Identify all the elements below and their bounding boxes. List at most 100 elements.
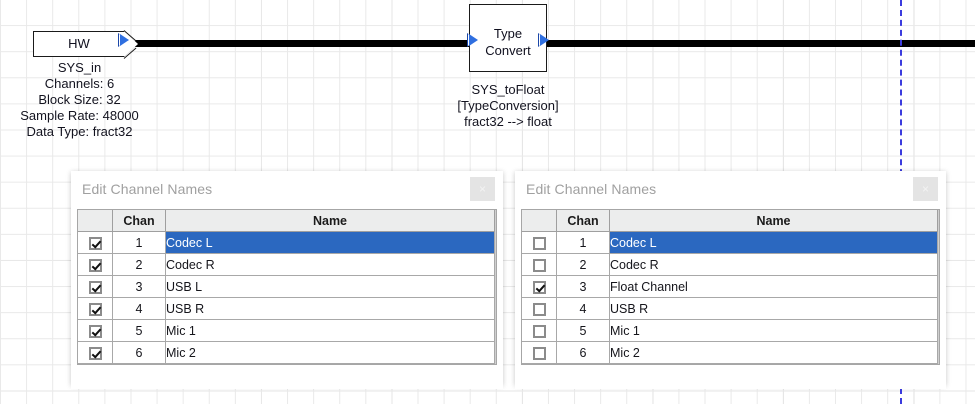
block-type-convert-caption: SYS_toFloat [TypeConversion] fract32 -->… [457,82,559,129]
row-channel-name[interactable]: Codec R [609,253,938,276]
port-hw-out-fill[interactable] [120,34,129,46]
column-header-checkbox[interactable] [522,210,557,232]
row-chan-number: 2 [112,253,166,276]
row-checkbox-cell[interactable] [522,275,557,298]
dialog-left-scrollbar[interactable] [495,210,496,364]
row-chan-number: 5 [112,319,166,342]
row-checkbox-cell[interactable] [78,341,113,364]
row-channel-name[interactable]: Mic 2 [165,341,495,364]
checkbox-checked-icon[interactable] [88,236,102,250]
block-hw-source[interactable] [33,31,125,57]
checkbox-unchecked-icon[interactable] [532,324,546,338]
row-chan-number: 5 [556,319,610,342]
checkbox-unchecked-icon[interactable] [532,302,546,316]
row-chan-number: 6 [112,341,166,364]
row-checkbox-cell[interactable] [78,297,113,320]
row-chan-number: 3 [556,275,610,298]
column-header-name[interactable]: Name [609,210,938,232]
column-header-name[interactable]: Name [165,210,495,232]
row-channel-name[interactable]: Codec L [609,231,938,254]
checkbox-unchecked-icon[interactable] [532,346,546,360]
checkbox-unchecked-icon[interactable] [532,236,546,250]
checkbox-checked-icon[interactable] [88,258,102,272]
row-channel-name[interactable]: Codec L [165,231,495,254]
close-icon[interactable]: × [913,177,938,201]
row-checkbox-cell[interactable] [522,253,557,276]
close-icon[interactable]: × [470,177,495,201]
wire-convert-to-right[interactable] [545,40,975,47]
column-header-chan[interactable]: Chan [112,210,166,232]
table-header-row: Chan Name [522,210,938,232]
dialog-left-title: Edit Channel Names [82,181,213,197]
row-channel-name[interactable]: Mic 1 [165,319,495,342]
row-chan-number: 4 [556,297,610,320]
dialog-right-scrollbar[interactable] [938,210,939,364]
row-chan-number: 2 [556,253,610,276]
column-header-chan[interactable]: Chan [556,210,610,232]
block-hw-label: HW [68,36,90,51]
row-checkbox-cell[interactable] [78,231,113,254]
dialog-left-footer [71,365,503,389]
row-checkbox-cell[interactable] [522,297,557,320]
row-chan-number: 3 [112,275,166,298]
row-checkbox-cell[interactable] [522,231,557,254]
checkbox-checked-icon[interactable] [88,346,102,360]
port-convert-in-fill[interactable] [469,34,478,46]
row-channel-name[interactable]: Mic 1 [609,319,938,342]
table-header-row: Chan Name [78,210,495,232]
row-checkbox-cell[interactable] [522,319,557,342]
row-channel-name[interactable]: Mic 2 [609,341,938,364]
dialog-right-title: Edit Channel Names [526,181,657,197]
wire-hw-to-convert[interactable] [135,40,471,47]
row-checkbox-cell[interactable] [78,253,113,276]
checkbox-checked-icon[interactable] [88,302,102,316]
port-convert-out-fill[interactable] [540,34,549,46]
checkbox-checked-icon[interactable] [88,324,102,338]
row-channel-name[interactable]: USB L [165,275,495,298]
dialog-left-titlebar[interactable]: Edit Channel Names × [71,171,503,209]
row-channel-name[interactable]: USB R [609,297,938,320]
row-checkbox-cell[interactable] [78,275,113,298]
row-chan-number: 6 [556,341,610,364]
row-chan-number: 4 [112,297,166,320]
checkbox-checked-icon[interactable] [532,280,546,294]
row-chan-number: 1 [556,231,610,254]
row-checkbox-cell[interactable] [78,319,113,342]
row-channel-name[interactable]: Float Channel [609,275,938,298]
block-type-convert-label-line1: Type [493,26,523,41]
dialog-right-titlebar[interactable]: Edit Channel Names × [515,171,946,209]
column-header-checkbox[interactable] [78,210,113,232]
row-channel-name[interactable]: USB R [165,297,495,320]
checkbox-unchecked-icon[interactable] [532,258,546,272]
block-hw-caption: SYS_in Channels: 6 Block Size: 32 Sample… [20,60,139,139]
block-type-convert-label-line2: Convert [485,43,531,58]
checkbox-checked-icon[interactable] [88,280,102,294]
row-channel-name[interactable]: Codec R [165,253,495,276]
row-chan-number: 1 [112,231,166,254]
row-checkbox-cell[interactable] [522,341,557,364]
dialog-right-footer [515,365,946,389]
